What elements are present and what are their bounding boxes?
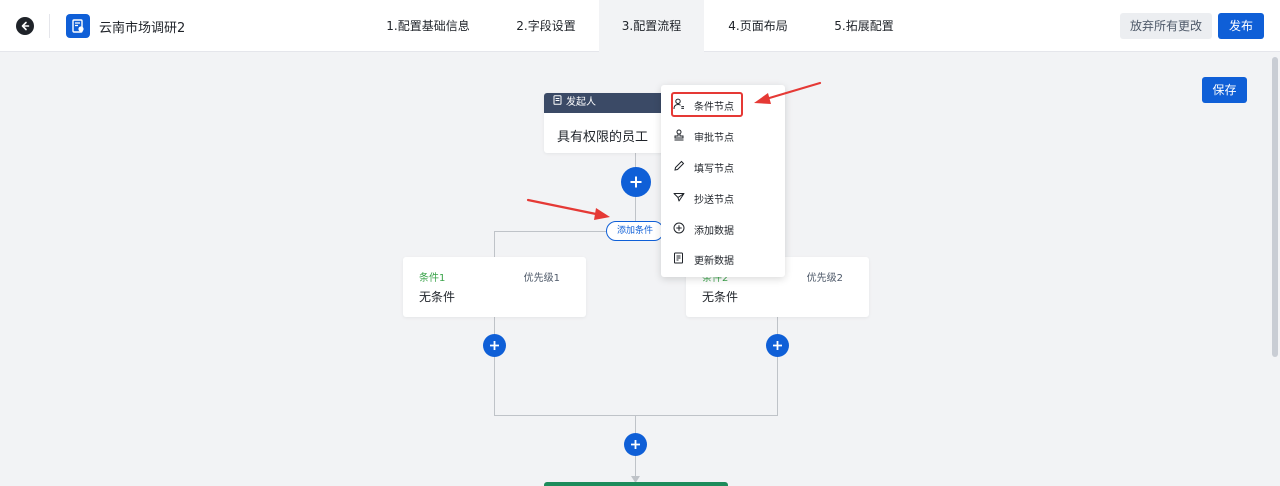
- discard-changes-button[interactable]: 放弃所有更改: [1120, 13, 1212, 39]
- add-condition-button[interactable]: 添加条件: [606, 221, 664, 241]
- condition-card[interactable]: 条件1 优先级1 无条件: [403, 257, 586, 317]
- tab-extension-config[interactable]: 5.拓展配置: [834, 19, 894, 33]
- plus-circle-icon: [673, 222, 685, 237]
- scrollbar-thumb[interactable]: [1272, 57, 1278, 357]
- add-node-button[interactable]: [766, 334, 789, 357]
- menu-item-approval-node[interactable]: 审批节点: [673, 125, 734, 147]
- publish-button[interactable]: 发布: [1218, 13, 1264, 39]
- condition-priority: 优先级2: [806, 273, 843, 284]
- starter-node-body: 具有权限的员工: [557, 130, 649, 145]
- vertical-scrollbar[interactable]: [1270, 53, 1280, 486]
- plus-icon: [490, 341, 499, 350]
- connector-line: [777, 317, 778, 415]
- user-condition-icon: [673, 98, 685, 113]
- form-app-icon: [66, 14, 90, 38]
- end-node-card[interactable]: [544, 482, 728, 486]
- condition-priority: 优先级1: [523, 273, 560, 284]
- menu-item-label: 添加数据: [694, 225, 734, 237]
- back-arrow-icon[interactable]: [16, 17, 34, 35]
- menu-item-update-data[interactable]: 更新数据: [673, 248, 734, 270]
- connector-line: [494, 231, 606, 232]
- document-edit-icon: [673, 252, 685, 267]
- header-divider: [49, 14, 50, 38]
- annotation-arrow: [526, 198, 610, 220]
- condition-body: 无条件: [419, 290, 456, 304]
- add-node-button[interactable]: [624, 433, 647, 456]
- top-header: 云南市场调研2 1.配置基础信息 2.字段设置 3.配置流程 4.页面布局 5.…: [0, 0, 1280, 52]
- menu-item-label: 更新数据: [694, 255, 734, 267]
- app-title: 云南市场调研2: [99, 21, 186, 36]
- plus-icon: [630, 176, 642, 188]
- tab-field-settings[interactable]: 2.字段设置: [516, 19, 576, 33]
- menu-item-condition-node[interactable]: 条件节点: [673, 94, 734, 116]
- stamp-icon: [673, 129, 685, 144]
- pencil-icon: [673, 160, 685, 175]
- connector-line: [494, 231, 495, 257]
- plus-icon: [631, 440, 640, 449]
- tab-page-layout[interactable]: 4.页面布局: [728, 19, 788, 33]
- save-button[interactable]: 保存: [1202, 77, 1247, 103]
- menu-item-fill-node[interactable]: 填写节点: [673, 156, 734, 178]
- menu-item-label: 审批节点: [694, 132, 734, 144]
- condition-name: 条件2: [702, 273, 729, 284]
- menu-item-label: 填写节点: [694, 163, 734, 175]
- tab-basic-info[interactable]: 1.配置基础信息: [386, 19, 470, 33]
- menu-item-cc-node[interactable]: 抄送节点: [673, 187, 734, 209]
- connector-line: [494, 317, 495, 415]
- starter-node-title: 发起人: [566, 97, 596, 108]
- add-node-menu: 条件节点 审批节点 填写节点 抄送节点 添加数据 更新数据: [661, 85, 785, 277]
- plus-icon: [773, 341, 782, 350]
- add-node-button[interactable]: [483, 334, 506, 357]
- document-icon: [553, 93, 562, 113]
- menu-item-label: 抄送节点: [694, 194, 734, 206]
- condition-body: 无条件: [702, 290, 739, 304]
- add-node-button[interactable]: [621, 167, 651, 197]
- connector-line: [494, 415, 778, 416]
- tab-flow-config[interactable]: 3.配置流程: [599, 0, 704, 52]
- menu-item-label: 条件节点: [694, 101, 734, 113]
- condition-name: 条件1: [419, 273, 446, 284]
- menu-item-add-data[interactable]: 添加数据: [673, 218, 734, 240]
- annotation-highlight-box: [671, 92, 743, 117]
- send-icon: [673, 191, 685, 206]
